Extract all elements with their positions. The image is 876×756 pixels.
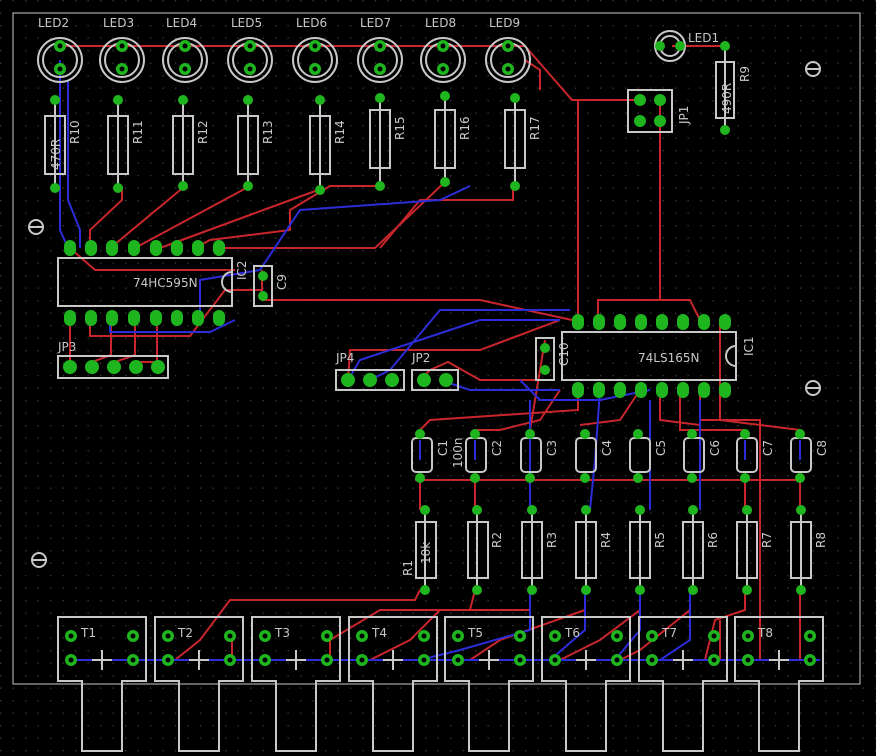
led8-label: LED8 [425, 16, 456, 30]
t7-label: T7 [661, 626, 677, 640]
led-4 [162, 37, 208, 83]
led6-label: LED6 [296, 16, 327, 30]
led5-label: LED5 [231, 16, 262, 30]
t3-label: T3 [274, 626, 290, 640]
r13-label: R13 [261, 120, 275, 144]
t1-label: T1 [80, 626, 96, 640]
switch-3 [251, 616, 341, 752]
led-5 [227, 37, 273, 83]
r11-label: R11 [131, 120, 145, 144]
switch-5 [444, 616, 534, 752]
jp4-label: JP4 [335, 351, 354, 365]
r5-label: R5 [653, 532, 667, 548]
led-1 [654, 30, 686, 62]
c7-label: C7 [761, 440, 775, 456]
ic2-value: 74HC595N [133, 276, 198, 290]
led4-label: LED4 [166, 16, 197, 30]
switch-4 [348, 616, 438, 752]
jp2-label: JP2 [411, 351, 430, 365]
led3-label: LED3 [103, 16, 134, 30]
c2-label: C2 [490, 440, 504, 456]
jumper-jp3 [57, 355, 169, 379]
switch-7 [638, 616, 728, 752]
r3-label: R3 [545, 532, 559, 548]
r7-label: R7 [760, 532, 774, 548]
t6-label: T6 [564, 626, 580, 640]
led7-label: LED7 [360, 16, 391, 30]
switch-row [57, 616, 824, 752]
r15-label: R15 [393, 116, 407, 140]
c2-value: 100n [451, 437, 465, 468]
led-9 [485, 37, 531, 83]
led-2 [37, 37, 83, 83]
capacitor-row [411, 429, 812, 483]
mount-hole-icon [28, 61, 821, 568]
r14-label: R14 [333, 120, 347, 144]
c5-label: C5 [654, 440, 668, 456]
c9-label: C9 [275, 274, 289, 290]
ic1-label: IC1 [742, 336, 756, 356]
c10-label: C10 [557, 342, 571, 366]
top-resistors [44, 91, 526, 195]
resistor-r9 [715, 41, 735, 135]
ic1-value: 74LS165N [638, 351, 699, 365]
c8-label: C8 [815, 440, 829, 456]
r8-label: R8 [814, 532, 828, 548]
ic2-label: IC2 [235, 260, 249, 280]
r10-label: R10 [68, 120, 82, 144]
r9-value: 490R [720, 83, 734, 114]
r4-label: R4 [599, 532, 613, 548]
r1-value: 10k [419, 542, 433, 564]
switch-2 [154, 616, 244, 752]
led-3 [99, 37, 145, 83]
jumper-jp4 [335, 369, 405, 391]
led1-label: LED1 [688, 31, 719, 45]
r17-label: R17 [528, 116, 542, 140]
led-7 [357, 37, 403, 83]
c1-label: C1 [436, 440, 450, 456]
r10-value: 470R [49, 139, 63, 170]
switch-1 [57, 616, 147, 752]
jp3-label: JP3 [57, 340, 76, 354]
ic2-pins [64, 240, 225, 326]
bottom-resistors [415, 505, 812, 595]
capacitor-c10 [535, 337, 555, 381]
r12-label: R12 [196, 120, 210, 144]
led-6 [292, 37, 338, 83]
ic2-chip [57, 257, 233, 307]
board-outline [12, 12, 861, 685]
jumper-jp2 [411, 369, 459, 391]
jumper-jp1 [627, 89, 673, 133]
ic1-pins [572, 314, 731, 398]
c6-label: C6 [708, 440, 722, 456]
r2-label: R2 [490, 532, 504, 548]
t8-label: T8 [757, 626, 773, 640]
jp1-label: JP1 [677, 106, 691, 125]
led-row [37, 37, 531, 83]
t2-label: T2 [177, 626, 193, 640]
r6-label: R6 [706, 532, 720, 548]
switch-8 [734, 616, 824, 752]
t4-label: T4 [371, 626, 387, 640]
t5-label: T5 [467, 626, 483, 640]
led-8 [420, 37, 466, 83]
r1-label: R1 [401, 560, 415, 576]
c4-label: C4 [600, 440, 614, 456]
capacitor-c9 [253, 265, 273, 307]
led9-label: LED9 [489, 16, 520, 30]
ic1-chip [561, 331, 737, 381]
r9-label: R9 [738, 66, 752, 82]
c3-label: C3 [545, 440, 559, 456]
led2-label: LED2 [38, 16, 69, 30]
r16-label: R16 [458, 116, 472, 140]
switch-6 [541, 616, 631, 752]
